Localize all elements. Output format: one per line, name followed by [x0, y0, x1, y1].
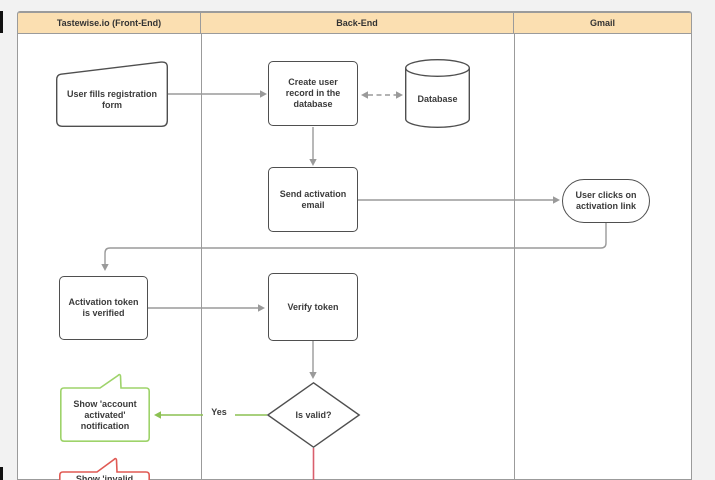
edge-label-yes: Yes	[203, 407, 235, 417]
node-account-activated-notification: Show 'account activated' notification	[60, 373, 150, 442]
node-invalid-notification-cutoff: Show 'invalid	[59, 457, 150, 480]
node-label: User fills registration form	[66, 88, 158, 110]
lane-header-gmail-label: Gmail	[589, 18, 615, 28]
cylinder-shape	[405, 59, 470, 128]
cylinder-rim	[405, 67, 470, 77]
manual-input-shape	[56, 61, 168, 127]
lane-divider-1	[201, 34, 202, 479]
node-send-activation-email: Send activation email	[268, 167, 358, 232]
node-verify-token: Verify token	[268, 273, 358, 341]
lane-header-backend: Back-End	[201, 12, 514, 34]
node-label: Verify token	[287, 301, 339, 312]
node-create-user-record: Create user record in the database	[268, 61, 358, 126]
screen-edge-artifact-top	[0, 11, 3, 33]
node-label: Is valid?	[295, 409, 332, 420]
node-label: Send activation email	[279, 188, 347, 210]
node-is-valid-decision: Is valid?	[266, 381, 361, 449]
decision-diamond-shape	[266, 381, 361, 449]
lane-header-gmail: Gmail	[514, 12, 691, 34]
lane-header-frontend: Tastewise.io (Front-End)	[18, 12, 201, 34]
screen-edge-artifact-bottom	[0, 467, 3, 480]
lane-divider-2	[514, 34, 515, 479]
node-label: Database	[417, 94, 458, 104]
lane-header-backend-label: Back-End	[336, 18, 378, 28]
green-callout-shape	[60, 373, 150, 442]
node-label: Activation token is verified	[68, 297, 139, 318]
node-user-fills-registration-form: User fills registration form	[56, 61, 168, 127]
node-label: User clicks on activation link	[575, 190, 637, 211]
node-label: Create user record in the database	[285, 77, 341, 109]
node-database: Database	[405, 59, 470, 128]
node-activation-token-verified: Activation token is verified	[59, 276, 148, 340]
red-callout-shape	[59, 457, 150, 480]
node-user-clicks-activation-link: User clicks on activation link	[562, 179, 650, 223]
node-label: Show 'invalid	[75, 474, 134, 480]
lane-header-frontend-label: Tastewise.io (Front-End)	[56, 18, 162, 28]
node-label: Show 'account activated' notification	[73, 398, 137, 431]
swimlane-header-row: Tastewise.io (Front-End) Back-End Gmail	[18, 12, 691, 34]
